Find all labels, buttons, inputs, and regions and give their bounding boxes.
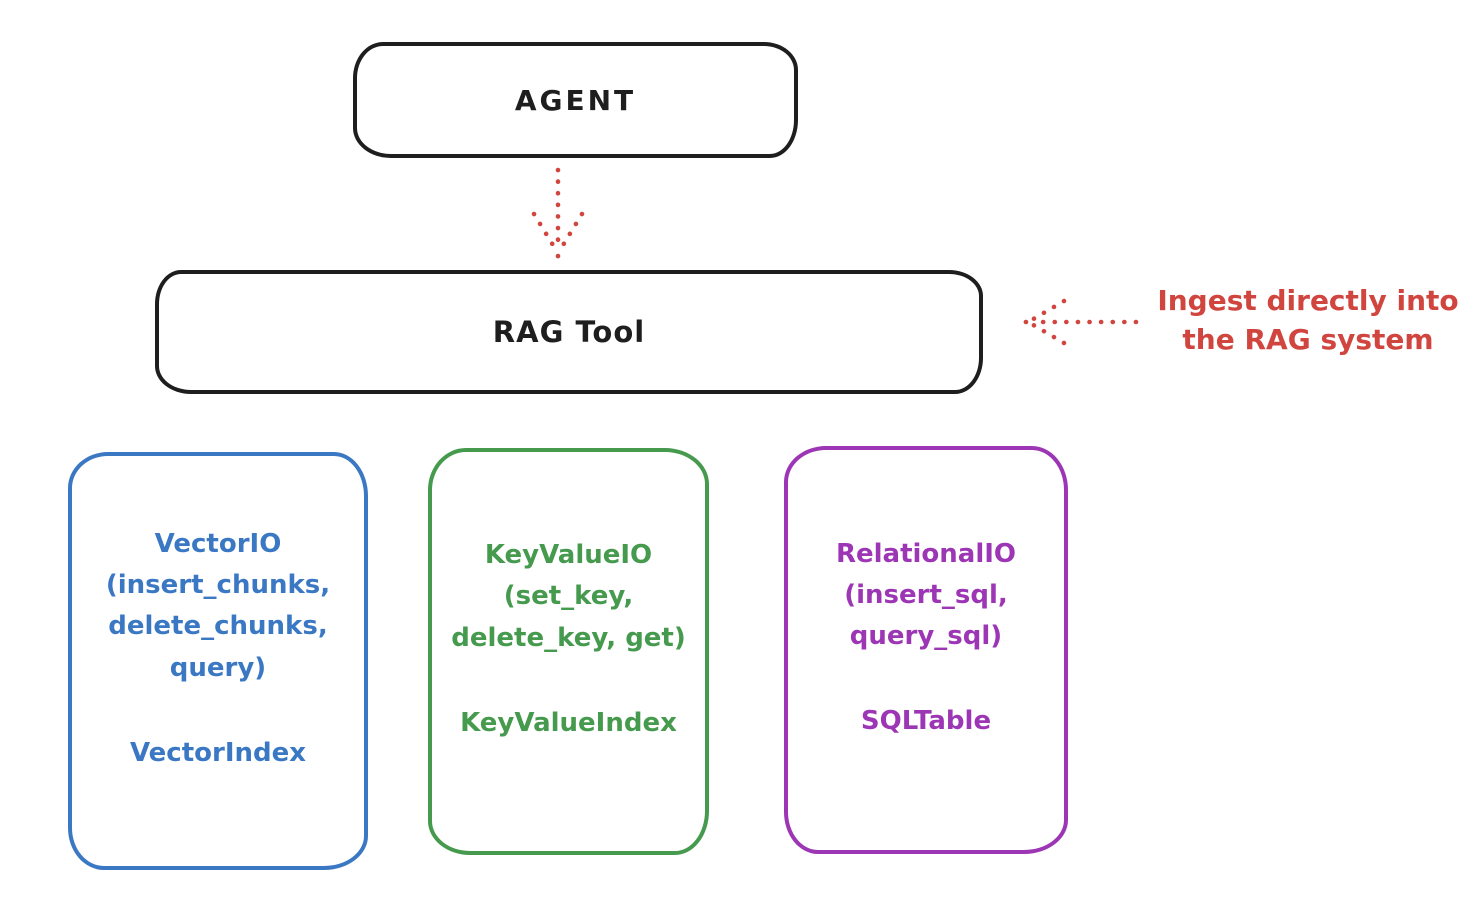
vector-io-title: VectorIO (insert_chunks, delete_chunks, … [105,529,331,683]
keyvalue-io-title: KeyValueIO (set_key, delete_key, get) [451,540,686,653]
vector-index-label: VectorIndex [129,737,307,768]
keyvalue-io-node: KeyValueIO (set_key, delete_key, get) Ke… [428,448,709,855]
rag-tool-node: RAG Tool [155,270,983,394]
relational-io-node: RelationalIO (insert_sql, query_sql) SQL… [784,446,1068,854]
vector-io-node: VectorIO (insert_chunks, delete_chunks, … [68,452,368,870]
dotted-arrow-left-icon [1022,298,1139,346]
relational-io-title: RelationalIO (insert_sql, query_sql) [835,538,1017,651]
relational-io-content: RelationalIO (insert_sql, query_sql) SQL… [836,534,1016,742]
ingest-annotation: Ingest directly into the RAG system [1157,284,1459,356]
agent-label: AGENT [514,83,637,117]
sql-table-label: SQLTable [860,706,992,737]
keyvalue-index-label: KeyValueIndex [460,707,677,738]
dotted-arrow-down-icon [531,167,585,260]
agent-node: AGENT [353,42,798,158]
keyvalue-io-content: KeyValueIO (set_key, delete_key, get) Ke… [451,535,686,743]
vector-io-content: VectorIO (insert_chunks, delete_chunks, … [106,524,330,773]
rag-tool-label: RAG Tool [492,315,646,349]
